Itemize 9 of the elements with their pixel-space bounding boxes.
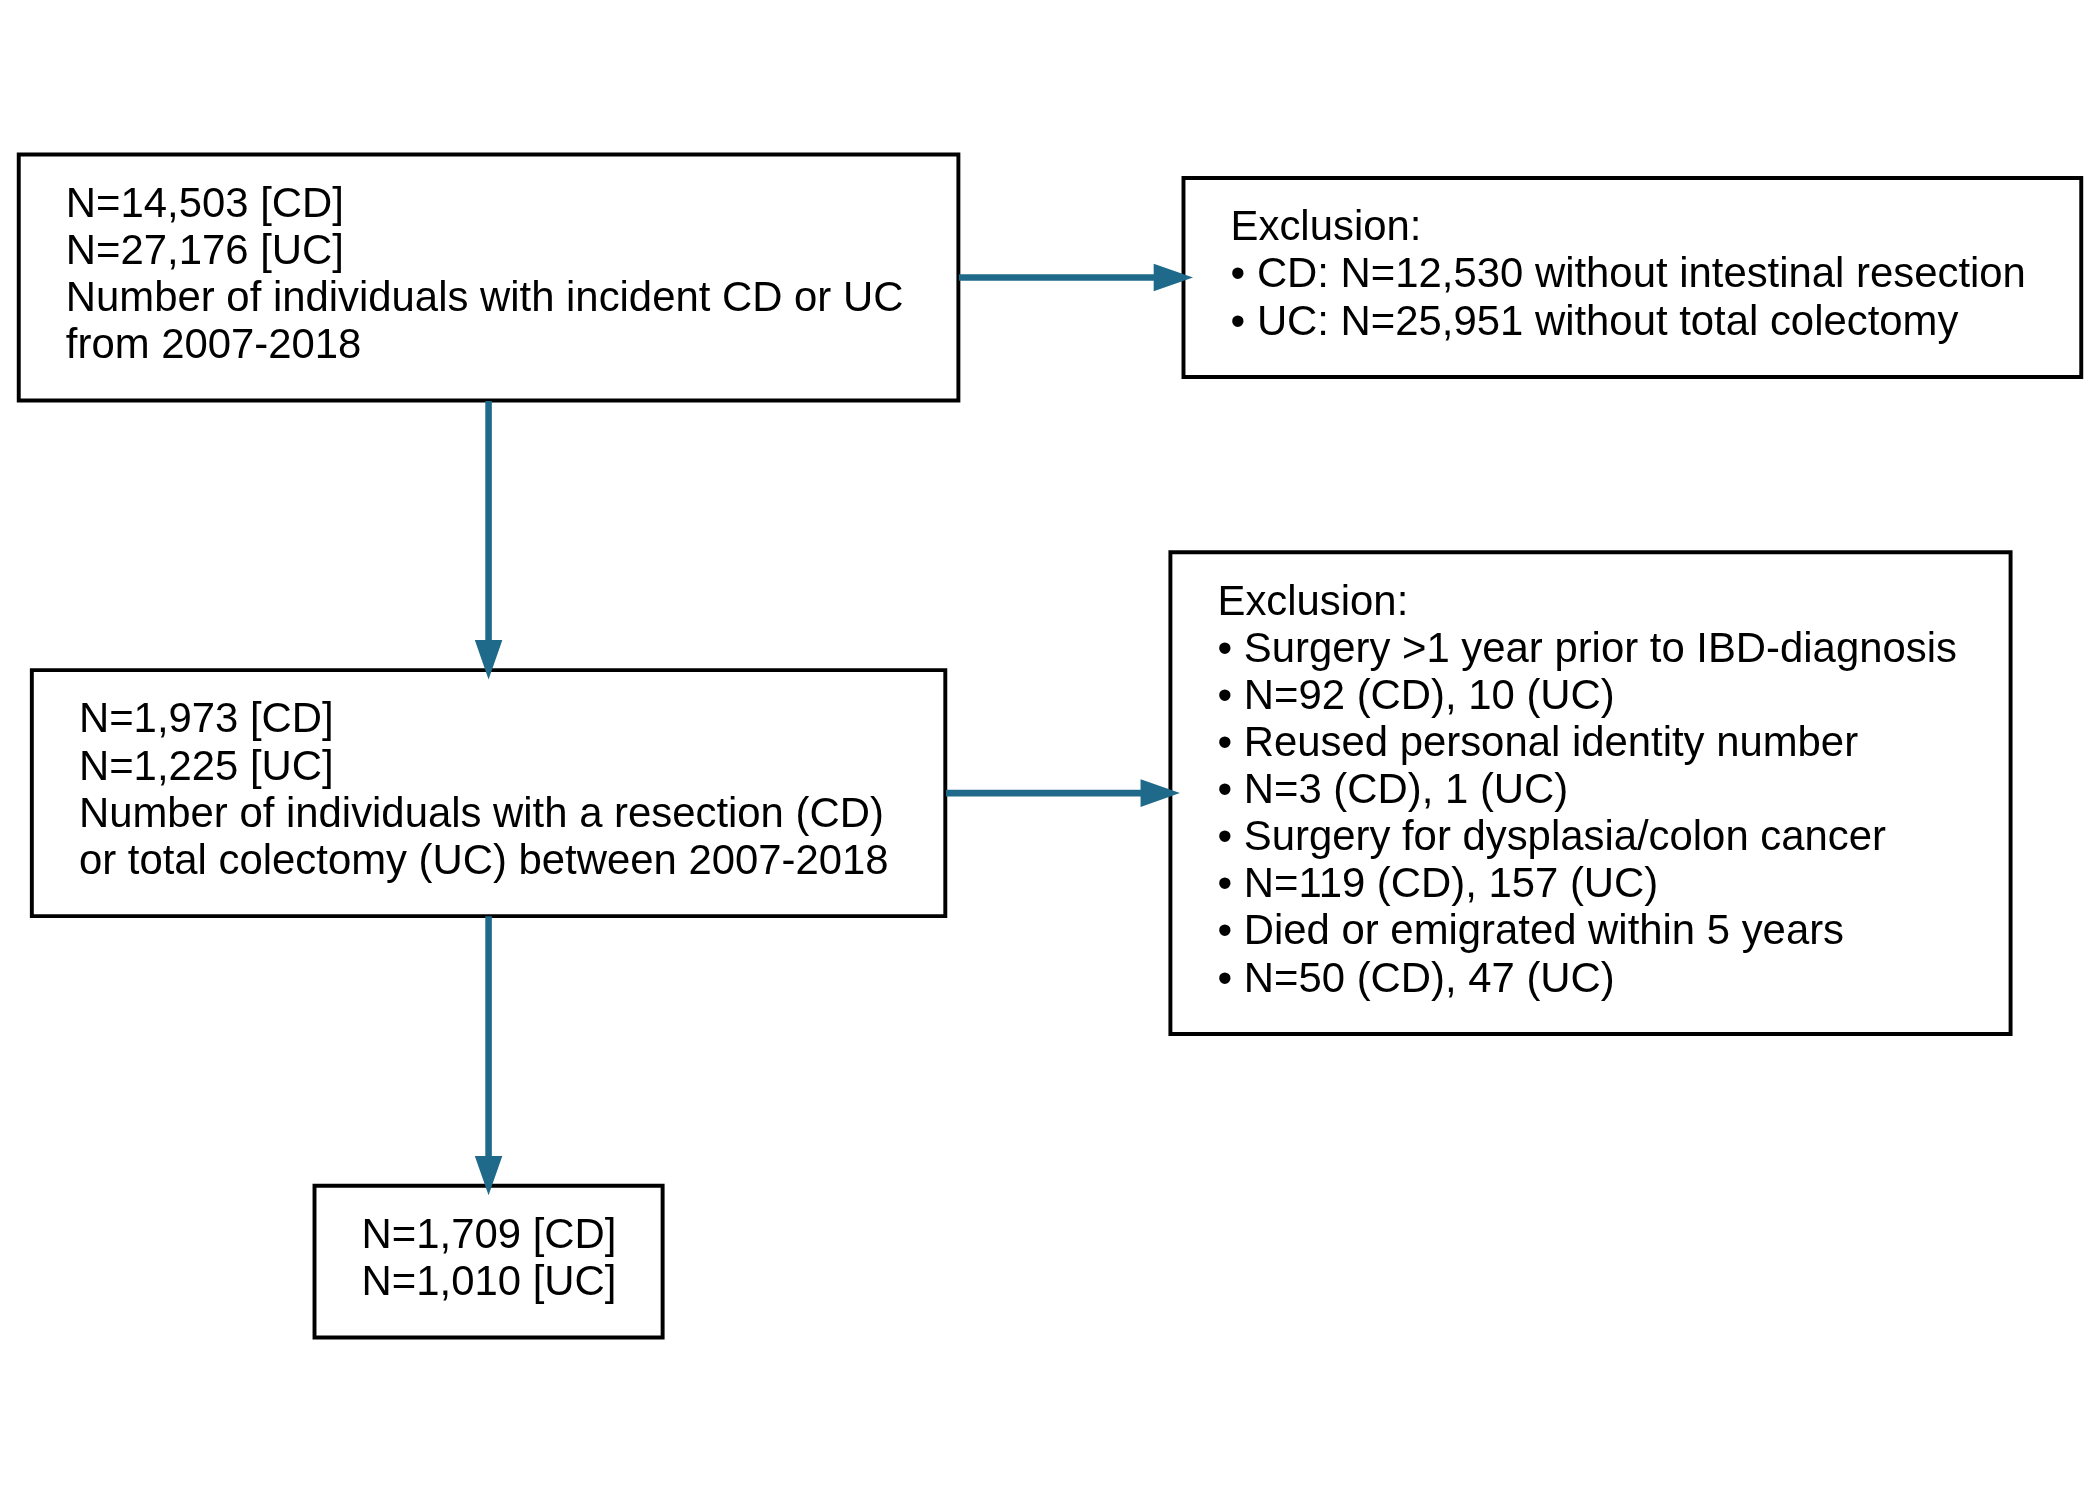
arrow xyxy=(474,916,503,1196)
node-box: Exclusion: • CD: N=12,530 without intestinal resection • UC: N=25,951 without total colectomy xyxy=(1181,176,2084,379)
node-box: N=1,973 [CD] N=1,225 [UC] Number of individuals with a resection (CD) or total colectomy (UC) between 2007-2018 xyxy=(29,668,948,919)
node-box: Exclusion: • Surgery >1 year prior to IBD-diagnosis • N=92 (CD), 10 (UC) • Reused personal identity number • N=3 (CD), 1 (UC) • Surgery for dysplasia/colon cancer • N=119 (CD), 157 (UC) • Died or emigrated within 5 years • N=50 (CD), 47 (UC) xyxy=(1168,550,2013,1036)
arrow xyxy=(474,401,503,680)
node-box: N=14,503 [CD] N=27,176 [UC] Number of individuals with incident CD or UC from 2007-2018 xyxy=(16,152,961,403)
arrow xyxy=(958,263,1193,292)
node-box: N=1,709 [CD] N=1,010 [UC] xyxy=(312,1183,665,1340)
arrow xyxy=(945,779,1180,807)
